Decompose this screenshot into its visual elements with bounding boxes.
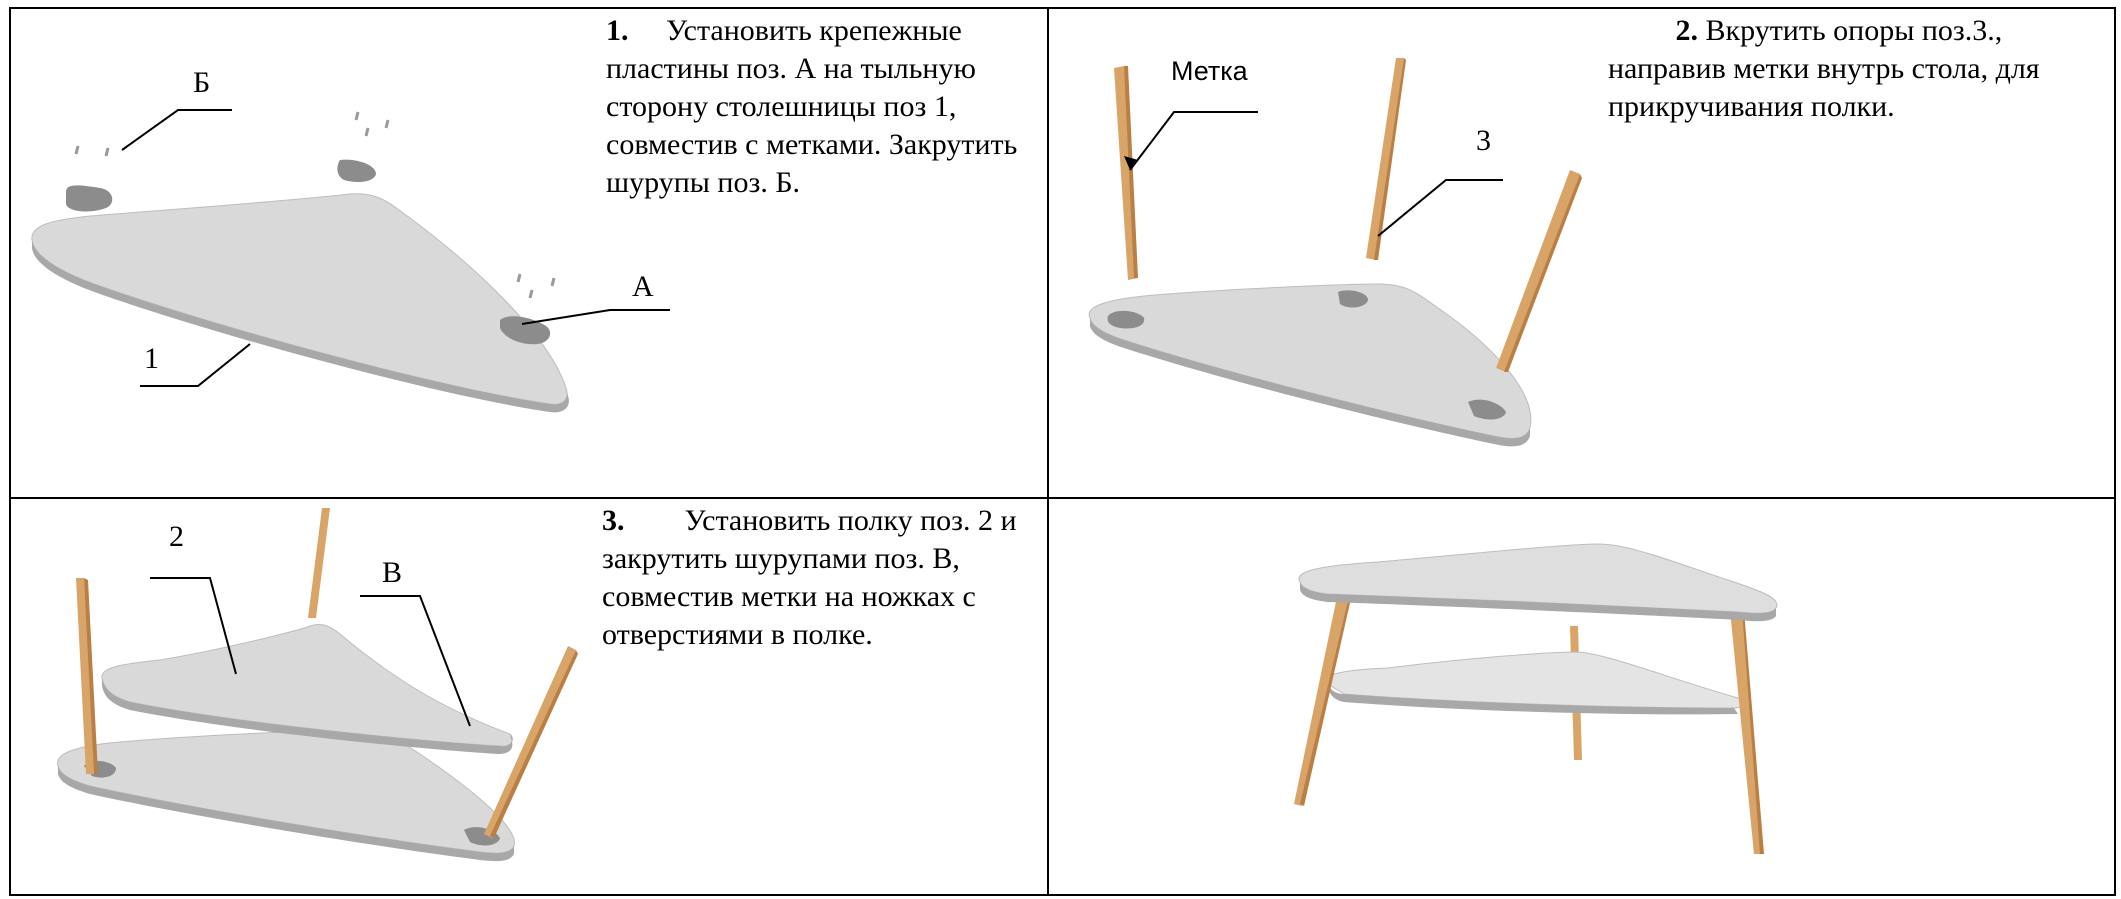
step-1-cell: Б А 1 1. Установить крепежные пластины п… (10, 8, 1048, 498)
label-b: Б (193, 66, 211, 99)
step-1-text: 1. Установить крепежные пластины поз. А … (606, 12, 1036, 202)
assembled-table-illustration (1294, 543, 1778, 854)
step-2-number: 2. (1675, 14, 1699, 47)
label-mark: Метка (1171, 56, 1248, 86)
step-2-cell: Метка 3 2. Вкрутить опоры поз.3., направ… (1048, 8, 2115, 498)
label-v: В (382, 556, 403, 589)
assembled-table-cell (1048, 498, 2115, 895)
step-2-instruction: Вкрутить опоры поз.3., направив метки вн… (1608, 14, 2040, 123)
label-1: 1 (144, 342, 159, 375)
label-3: 3 (1476, 124, 1491, 157)
step-3-illustration (57, 508, 578, 862)
step-3-instruction: Установить полку поз. 2 и закрутить шуру… (602, 504, 1017, 651)
step-3-cell: 2 В 3. Установить полку поз. 2 и закрути… (10, 498, 1048, 895)
step-1-instruction: Установить крепежные пластины поз. А на … (606, 14, 1018, 199)
label-a: А (632, 270, 654, 303)
step-2-text: 2. Вкрутить опоры поз.3., направив метки… (1608, 12, 2108, 126)
step-1-number: 1. (606, 14, 629, 47)
step-3-number: 3. (602, 504, 625, 537)
step-3-text: 3. Установить полку поз. 2 и закрутить ш… (602, 502, 1042, 654)
step-2-illustration (1088, 58, 1582, 447)
step-1-illustration (31, 109, 670, 413)
label-2: 2 (169, 520, 184, 553)
